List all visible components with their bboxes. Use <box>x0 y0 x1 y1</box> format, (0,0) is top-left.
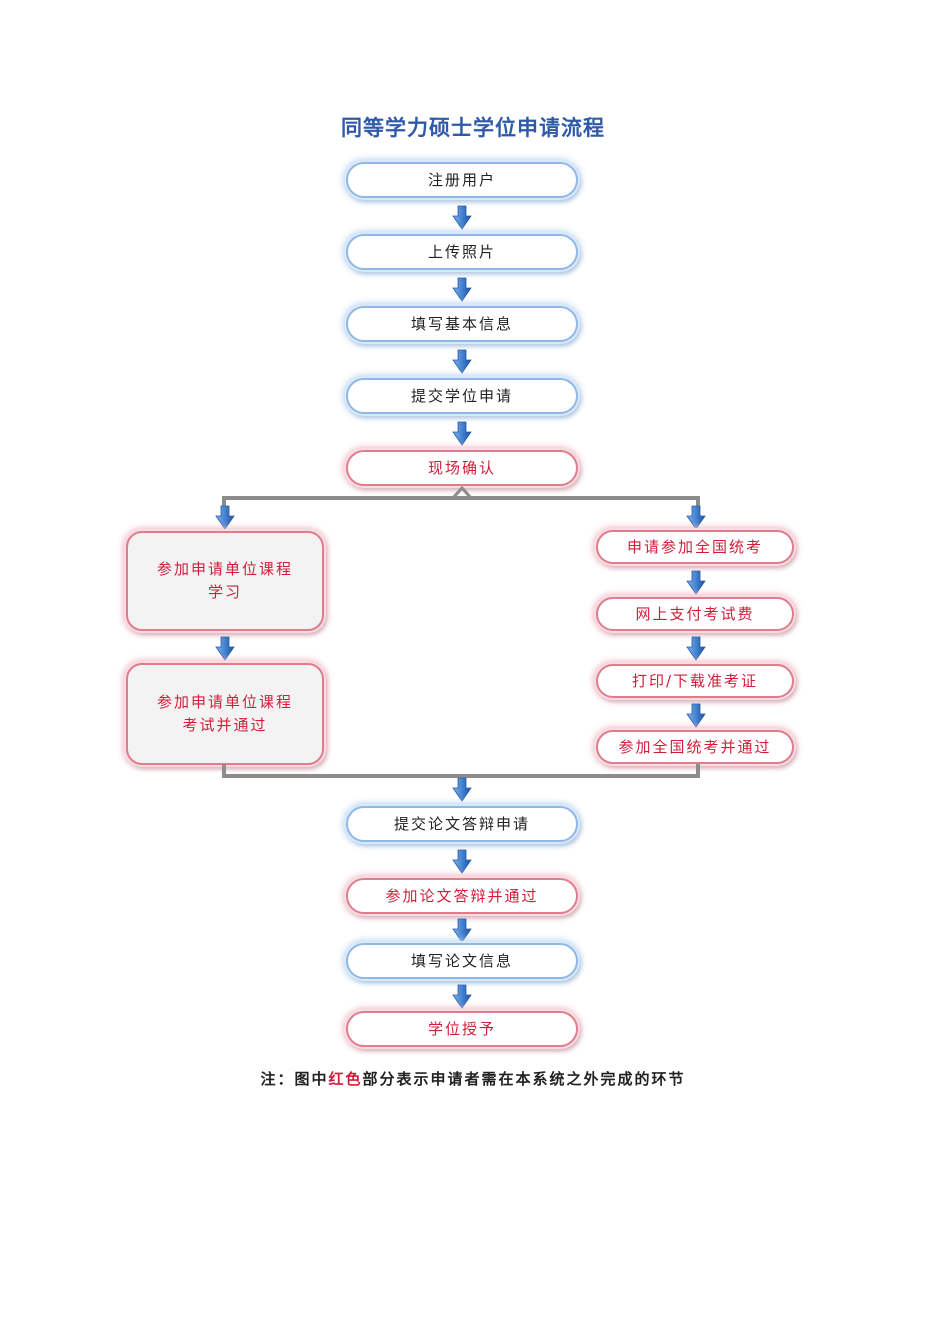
down-arrow-icon <box>215 636 235 662</box>
step-upload-photo: 上传照片 <box>346 234 578 270</box>
step-submit-defense-application: 提交论文答辩申请 <box>346 806 578 842</box>
split-line-left-drop <box>222 496 226 510</box>
footnote: 注：图中红色部分表示申请者需在本系统之外完成的环节 <box>0 1068 946 1089</box>
down-arrow-icon <box>686 505 706 531</box>
down-arrow-icon <box>452 777 472 803</box>
down-arrow-icon <box>686 703 706 729</box>
step-course-study: 参加申请单位课程学习 <box>126 531 324 631</box>
step-onsite-confirmation: 现场确认 <box>346 450 578 486</box>
step-fill-basic-info: 填写基本信息 <box>346 306 578 342</box>
down-arrow-icon <box>452 421 472 447</box>
down-arrow-icon <box>452 349 472 375</box>
down-arrow-icon <box>215 505 235 531</box>
merge-line-right <box>696 764 700 778</box>
split-line-right-drop <box>696 496 700 510</box>
step-fill-thesis-info: 填写论文信息 <box>346 943 578 979</box>
down-arrow-icon <box>686 570 706 596</box>
down-arrow-icon <box>452 277 472 303</box>
step-register-user: 注册用户 <box>346 162 578 198</box>
footnote-highlight: 红色 <box>328 1070 363 1088</box>
step-print-admission-ticket: 打印/下载准考证 <box>596 664 794 698</box>
down-arrow-icon <box>452 205 472 231</box>
down-arrow-icon <box>452 849 472 875</box>
down-arrow-icon <box>452 984 472 1010</box>
merge-line-left <box>222 764 226 778</box>
page-title: 同等学力硕士学位申请流程 <box>341 116 605 140</box>
step-apply-national-exam: 申请参加全国统考 <box>596 530 794 564</box>
footnote-prefix: 注：图中 <box>260 1070 329 1088</box>
step-pass-thesis-defense: 参加论文答辩并通过 <box>346 878 578 914</box>
down-arrow-icon <box>452 918 472 944</box>
split-line <box>222 496 700 500</box>
step-pay-exam-fee: 网上支付考试费 <box>596 597 794 631</box>
down-arrow-icon <box>686 636 706 662</box>
split-connector <box>450 485 474 500</box>
step-submit-degree-application: 提交学位申请 <box>346 378 578 414</box>
step-course-exam-pass: 参加申请单位课程考试并通过 <box>126 663 324 765</box>
step-degree-conferral: 学位授予 <box>346 1011 578 1047</box>
step-pass-national-exam: 参加全国统考并通过 <box>596 730 794 764</box>
merge-line <box>222 774 700 778</box>
footnote-suffix: 部分表示申请者需在本系统之外完成的环节 <box>362 1070 686 1088</box>
